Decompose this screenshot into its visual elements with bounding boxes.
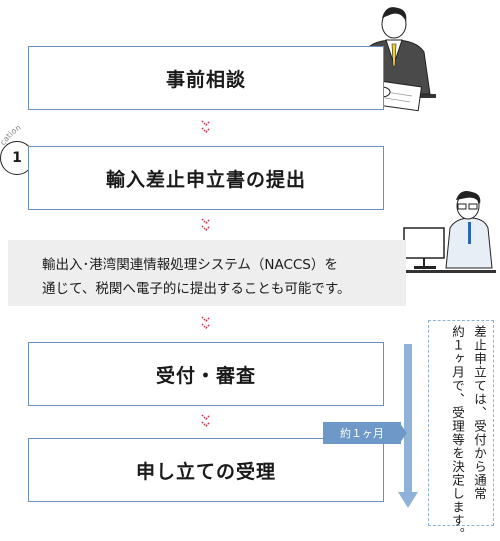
step-label: 受付・審査 (155, 364, 256, 387)
step-label: 申し立ての受理 (135, 460, 276, 483)
chevron-down-icon (201, 316, 211, 330)
side-note-line: 差止申立ては、受付から通常 (472, 325, 487, 501)
note-line: 輸出入･港湾関連情報処理システム（NACCS）を (42, 257, 338, 273)
office-worker-computer-illustration (396, 191, 496, 273)
side-note-line: 約１ヶ月で、受理等を決定します。 (450, 325, 465, 541)
duration-bar (404, 344, 412, 494)
step-submit-application: 輸入差止申立書の提出 (28, 146, 384, 210)
step-acceptance: 申し立ての受理 (28, 438, 384, 502)
tag-pointer-icon (399, 422, 407, 444)
chevron-down-icon (201, 414, 211, 428)
step-prior-consultation: 事前相談 (28, 46, 384, 110)
step-label: 事前相談 (165, 68, 246, 91)
note-line: 通じて、税関へ電子的に提出することも可能です。 (42, 281, 351, 297)
arrow-down-icon (398, 492, 418, 508)
chevron-down-icon (201, 120, 211, 134)
side-note: 差止申立ては、受付から通常 約１ヶ月で、受理等を決定します。 (428, 320, 494, 541)
step-review: 受付・審査 (28, 342, 384, 406)
naccs-note: 輸出入･港湾関連情報処理システム（NACCS）を 通じて、税関へ電子的に提出する… (8, 240, 406, 306)
chevron-down-icon (201, 218, 211, 232)
badge-arc-text: cation (0, 123, 23, 147)
duration-tag: 約１ヶ月 (323, 422, 401, 444)
step-label: 輸入差止申立書の提出 (105, 168, 306, 191)
